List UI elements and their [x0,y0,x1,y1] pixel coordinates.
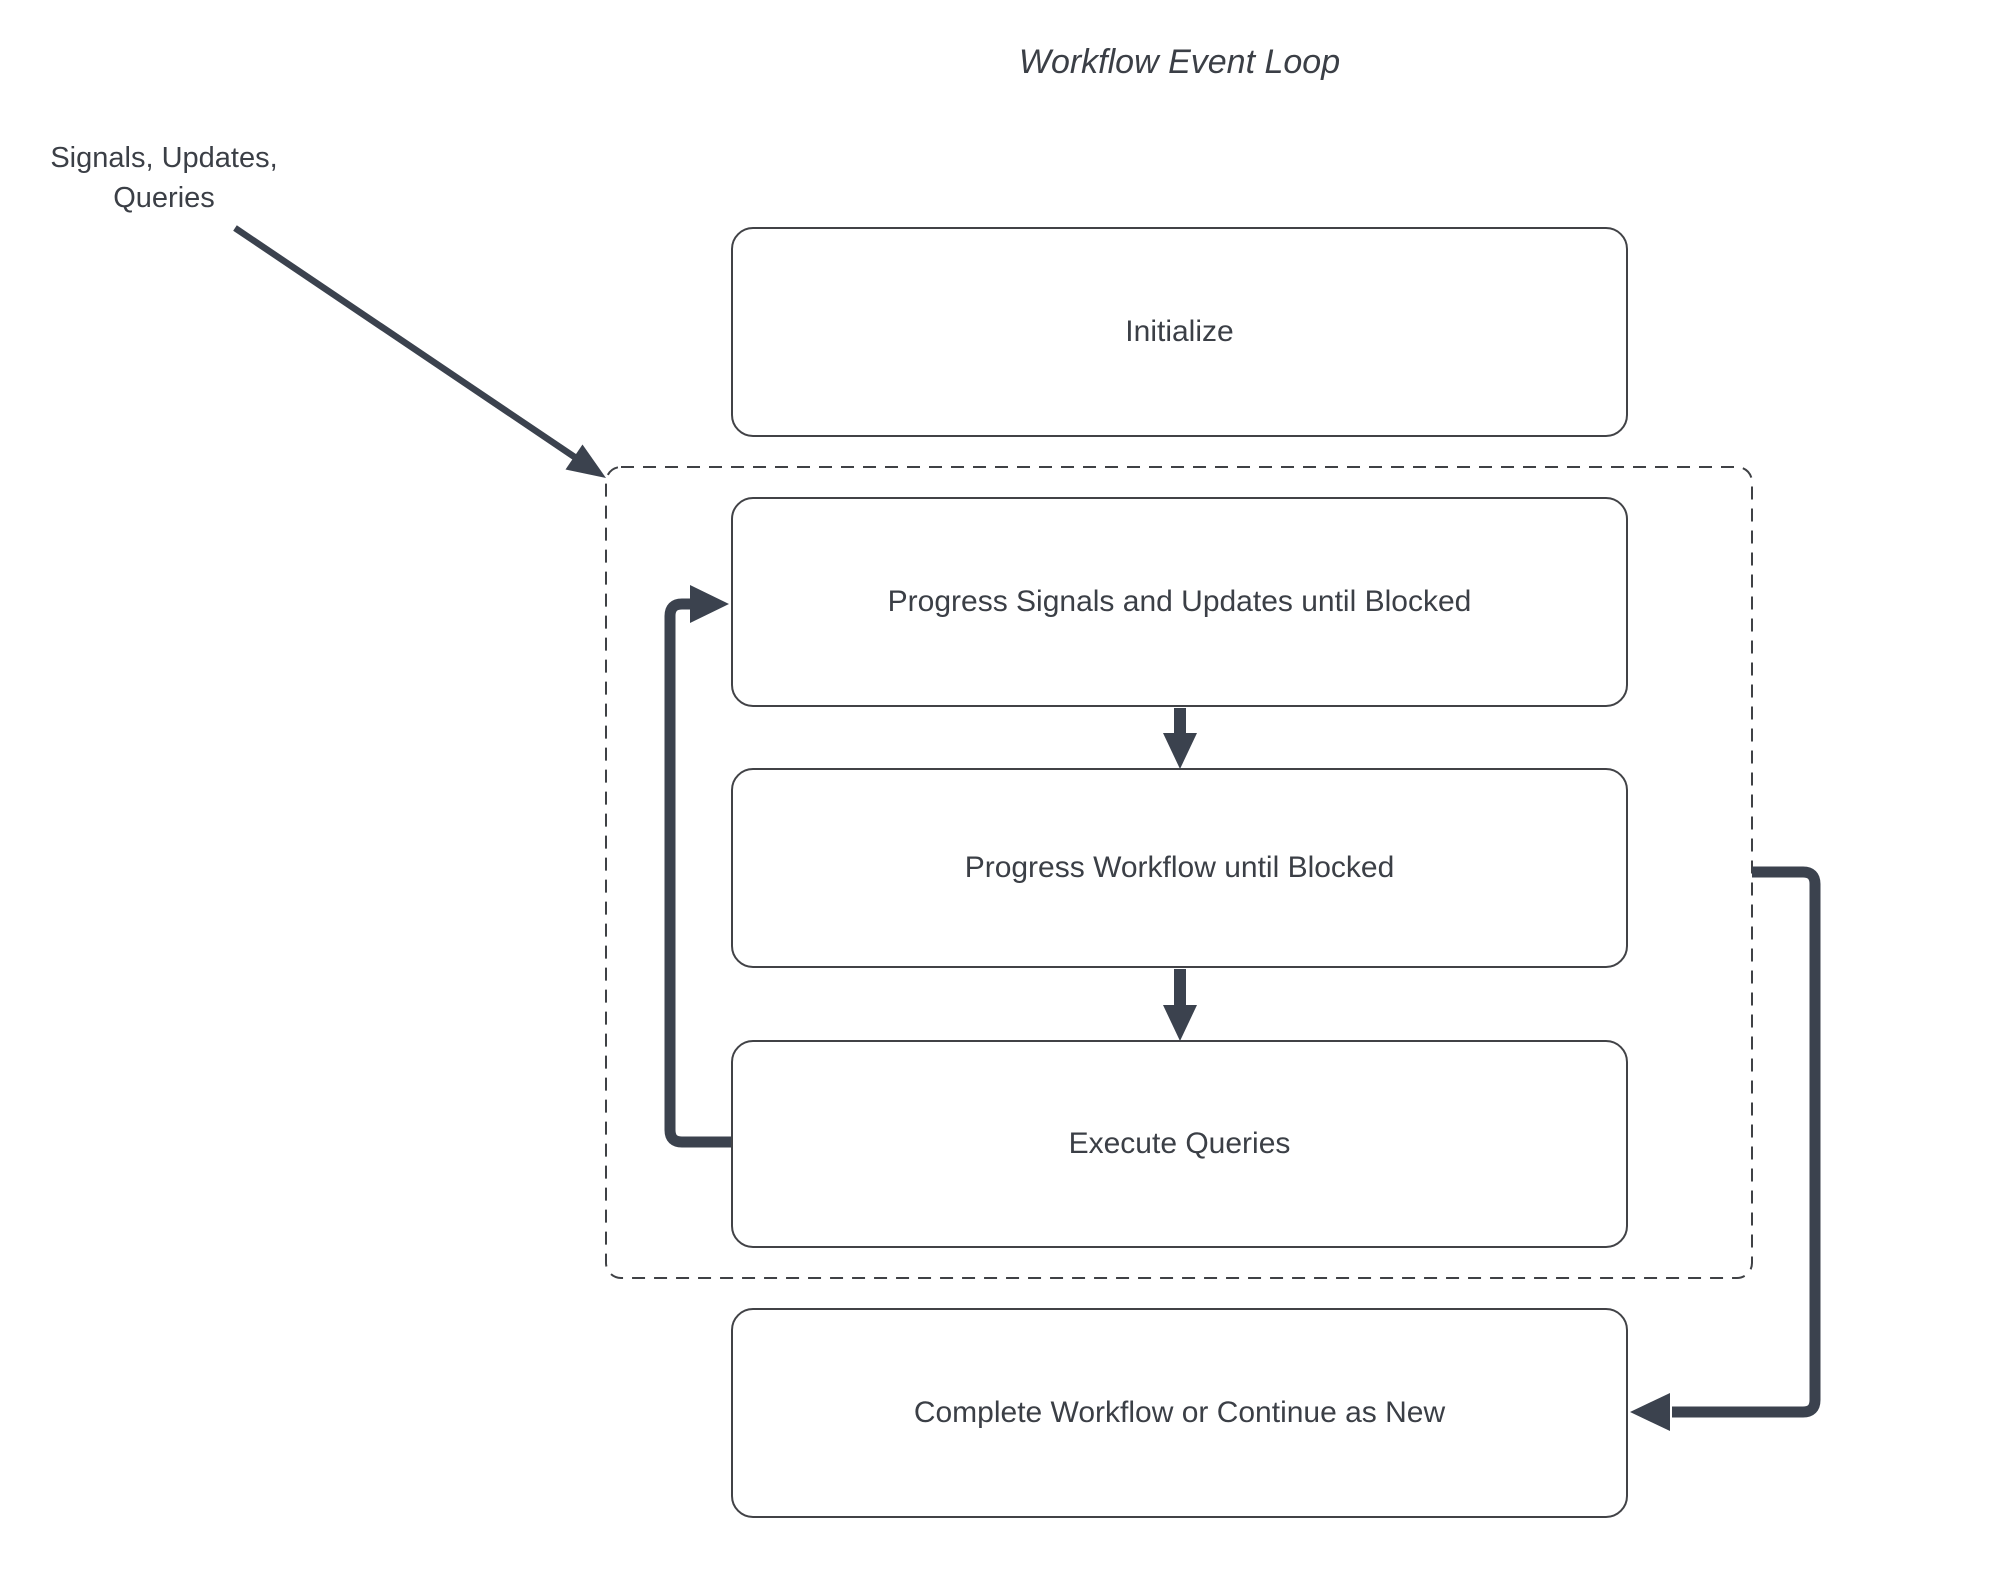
node-progress-workflow: Progress Workflow until Blocked [731,768,1628,968]
node-complete-workflow-label: Complete Workflow or Continue as New [913,1396,1446,1429]
node-progress-signals-and-updates: Progress Signals and Updates until Block… [731,497,1628,707]
annotation-line-2: Queries [113,182,215,214]
edge-progress-workflow-to-execute-queries [1163,969,1197,1041]
edge-progress-signals-to-progress-workflow [1163,708,1197,769]
edge-group-to-complete [1630,866,1821,1431]
node-progress-signals-label: Progress Signals and Updates until Block… [887,585,1472,618]
diagram-title: Workflow Event Loop [1018,43,1341,81]
edge-annotation-to-group [233,225,606,478]
annotation-signals-updates-queries: Signals, Updates, Queries [18,138,310,218]
edge-execute-queries-loop-back [664,585,731,1148]
node-complete-workflow: Complete Workflow or Continue as New [731,1308,1628,1518]
node-execute-queries-label: Execute Queries [1068,1127,1291,1160]
node-initialize-label: Initialize [1125,315,1234,348]
node-initialize: Initialize [731,227,1628,437]
node-execute-queries: Execute Queries [731,1040,1628,1248]
node-progress-workflow-label: Progress Workflow until Blocked [964,851,1395,884]
annotation-line-1: Signals, Updates, [50,142,278,174]
